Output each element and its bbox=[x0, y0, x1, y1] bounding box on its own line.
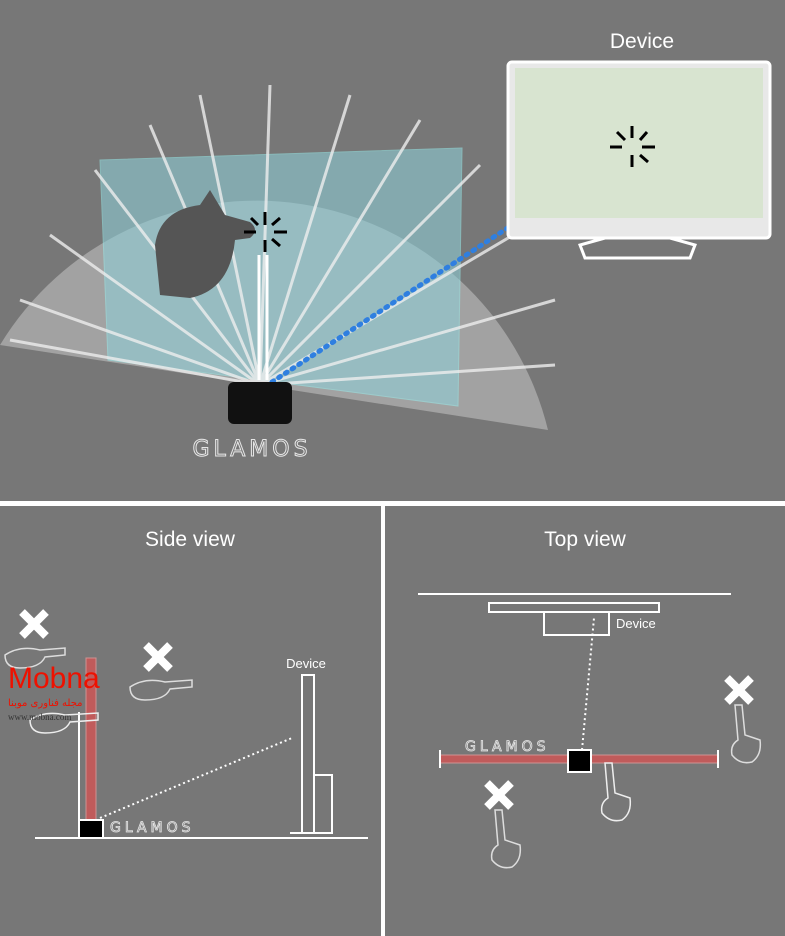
top-view-title: Top view bbox=[544, 528, 627, 551]
glamos-logo: GLAMOS bbox=[465, 739, 550, 755]
glamos-device bbox=[567, 749, 592, 773]
glamos-logo: GLAMOS bbox=[110, 820, 195, 836]
hand-icon bbox=[155, 190, 255, 298]
watermark-url: www.mobna.com bbox=[8, 712, 71, 722]
hand-icon bbox=[29, 712, 99, 734]
device-label: Device bbox=[610, 30, 674, 53]
mobna-watermark: Mobna مجله فناوری موبنا www.mobna.com bbox=[8, 662, 100, 722]
x-icon bbox=[19, 609, 49, 639]
side-monitor bbox=[290, 674, 333, 834]
top-panel: GLAMOS Device bbox=[0, 30, 772, 463]
device-sparkle-icon bbox=[610, 126, 655, 167]
x-icon bbox=[484, 780, 514, 810]
top-view-panel: Top view Device GLAMOS bbox=[418, 528, 762, 869]
side-device-label: Device bbox=[286, 656, 326, 671]
pointer-line bbox=[581, 617, 595, 751]
hand-icon bbox=[600, 762, 632, 822]
x-icon bbox=[143, 642, 173, 672]
side-view-title: Side view bbox=[145, 528, 236, 551]
top-device-label: Device bbox=[616, 616, 656, 631]
glamos-device bbox=[78, 819, 104, 839]
glamos-device bbox=[228, 382, 292, 424]
watermark-logo: Mobna bbox=[8, 662, 100, 695]
tv-monitor bbox=[506, 60, 772, 260]
vertical-divider bbox=[381, 506, 385, 936]
glamos-logo: GLAMOS bbox=[192, 437, 311, 462]
horizontal-divider bbox=[0, 501, 785, 506]
touch-sparkle-icon bbox=[244, 212, 287, 252]
hand-icon bbox=[490, 809, 522, 869]
side-view-panel: Side view GLAMOS Device bbox=[4, 528, 368, 839]
hand-icon bbox=[4, 647, 66, 669]
hand-icon bbox=[730, 704, 762, 764]
hand-icon bbox=[129, 679, 193, 701]
watermark-subtitle: مجله فناوری موبنا bbox=[8, 698, 83, 709]
x-icon bbox=[724, 675, 754, 705]
